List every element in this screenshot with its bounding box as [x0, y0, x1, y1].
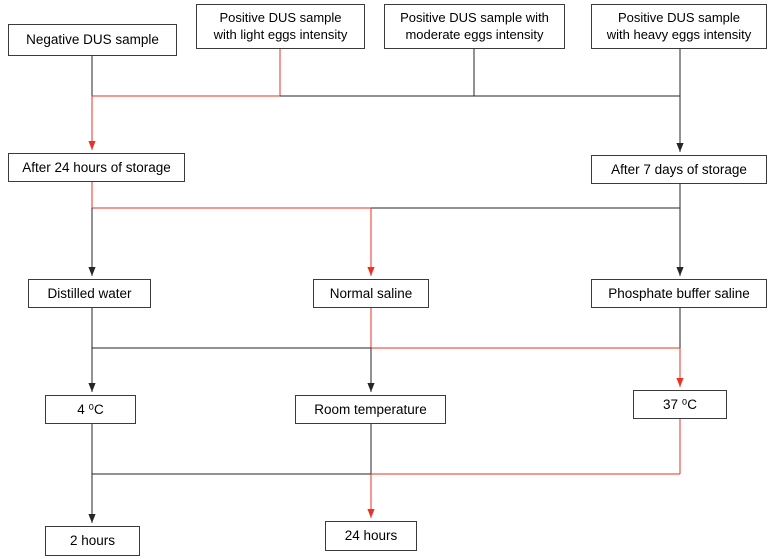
bus3-to-temp37: [676, 348, 684, 387]
bus4-to-hours2: [88, 474, 96, 523]
node-hours24: 24 hours: [325, 521, 417, 551]
node-temp4: 4 ⁰C: [45, 395, 136, 424]
node-label-storage7d: After 7 days of storage: [611, 161, 747, 177]
bus4-to-hours24: [367, 474, 375, 518]
node-roomtemp: Room temperature: [295, 395, 446, 424]
node-label-normalsaline: Normal saline: [329, 285, 413, 301]
node-label-temp37: 37 ⁰C: [663, 396, 697, 412]
node-label-light: Positive DUS sample with light eggs inte…: [213, 9, 348, 42]
bus1-to-storage24h-arrowhead: [88, 141, 96, 150]
node-distilled: Distilled water: [28, 279, 151, 308]
bus3-to-temp4: [88, 348, 96, 392]
node-hours2: 2 hours: [45, 526, 140, 556]
bus2-to-distilled: [88, 208, 96, 276]
node-light: Positive DUS sample with light eggs inte…: [196, 4, 365, 49]
node-label-roomtemp: Room temperature: [314, 401, 427, 417]
bus1-to-storage7d: [676, 96, 684, 152]
node-label-hours2: 2 hours: [69, 533, 116, 549]
bus2-to-normalsaline: [367, 208, 375, 276]
node-label-storage24h: After 24 hours of storage: [22, 159, 171, 175]
bus3-to-temp4-arrowhead: [88, 383, 96, 392]
node-pbs: Phosphate buffer saline: [591, 279, 767, 308]
bus3-to-roomtemp: [367, 348, 375, 392]
bus1-to-storage24h: [88, 96, 96, 150]
node-negative: Negative DUS sample: [8, 24, 177, 56]
node-label-distilled: Distilled water: [47, 285, 132, 301]
node-temp37: 37 ⁰C: [633, 390, 727, 419]
node-normalsaline: Normal saline: [313, 279, 429, 308]
bus2-to-pbs-arrowhead: [676, 267, 684, 276]
node-moderate: Positive DUS sample with moderate eggs i…: [384, 4, 565, 49]
node-label-moderate: Positive DUS sample with moderate eggs i…: [400, 9, 549, 42]
bus1-to-storage7d-arrowhead: [676, 143, 684, 152]
node-label-temp4: 4 ⁰C: [77, 401, 104, 417]
bus3-to-temp37-arrowhead: [676, 378, 684, 387]
bus4-to-hours2-arrowhead: [88, 514, 96, 523]
node-label-heavy: Positive DUS sample with heavy eggs inte…: [606, 9, 752, 42]
bus2-to-normalsaline-arrowhead: [367, 267, 375, 276]
bus3-to-roomtemp-arrowhead: [367, 383, 375, 392]
bus4-to-hours24-arrowhead: [367, 509, 375, 518]
node-storage7d: After 7 days of storage: [591, 155, 767, 184]
node-heavy: Positive DUS sample with heavy eggs inte…: [591, 4, 767, 49]
node-storage24h: After 24 hours of storage: [8, 153, 185, 182]
node-label-pbs: Phosphate buffer saline: [608, 285, 750, 301]
node-label-negative: Negative DUS sample: [26, 32, 159, 48]
node-label-hours24: 24 hours: [344, 528, 398, 544]
bus2-to-distilled-arrowhead: [88, 267, 96, 276]
bus2-to-pbs: [676, 208, 684, 276]
